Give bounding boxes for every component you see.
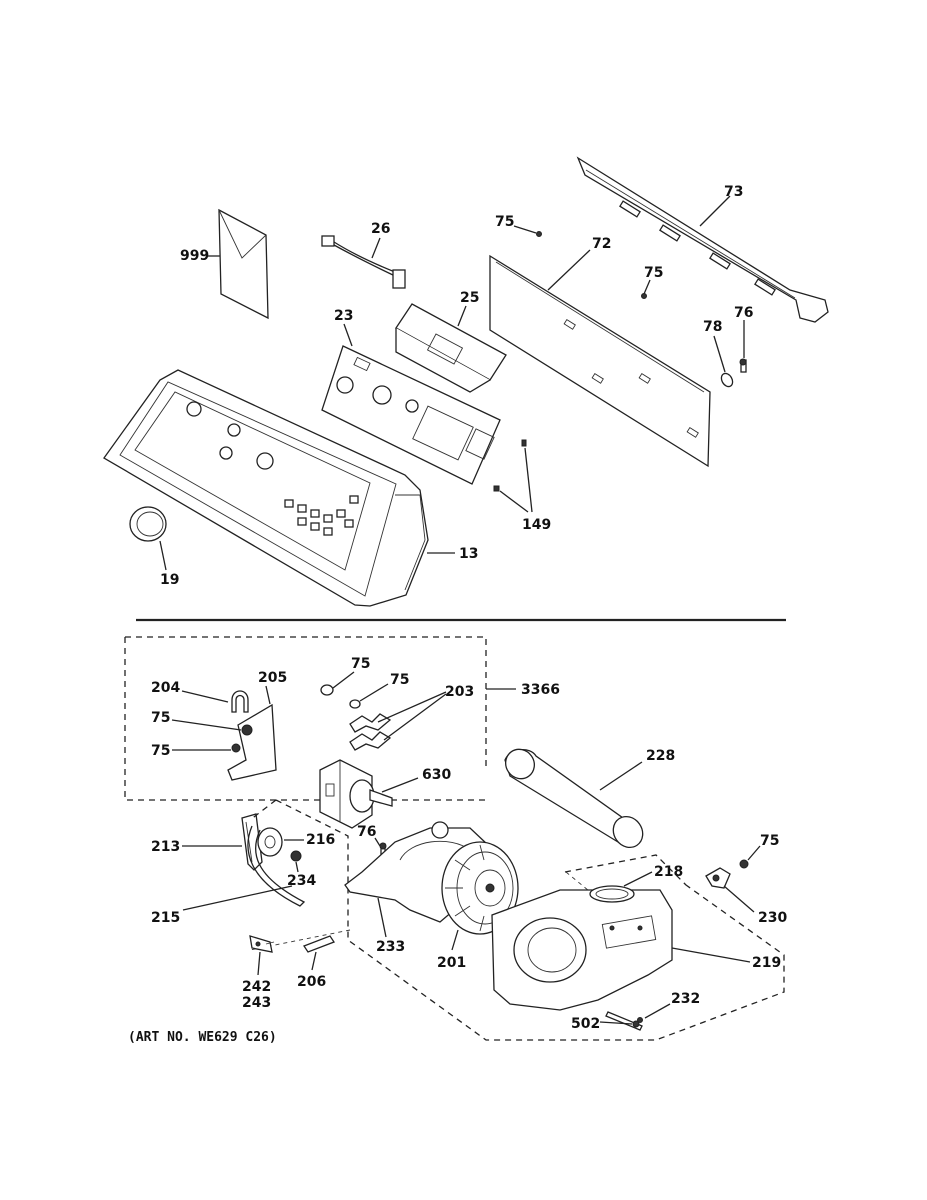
part-230-thermostat	[705, 867, 731, 889]
label-999: 999	[180, 248, 209, 264]
label-76-a: 76	[734, 305, 753, 321]
label-201: 201	[437, 955, 466, 971]
label-206: 206	[297, 974, 326, 990]
label-72: 72	[592, 236, 611, 252]
label-233: 233	[376, 939, 405, 955]
label-234: 234	[287, 873, 316, 889]
label-75-f: 75	[390, 672, 409, 688]
part-206-sensor	[303, 935, 335, 953]
label-75-e: 75	[351, 656, 370, 672]
part-502-screw	[605, 1011, 643, 1031]
label-230: 230	[758, 910, 787, 926]
label-75-a: 75	[495, 214, 514, 230]
screw-75-left-b	[231, 743, 241, 753]
part-228-duct	[504, 748, 644, 849]
label-149: 149	[522, 517, 551, 533]
part-218-seal	[589, 885, 635, 903]
screw-75-mid-b	[349, 699, 361, 709]
part-23-control-board	[321, 345, 501, 485]
part-205-bracket	[227, 703, 277, 781]
label-219: 219	[752, 955, 781, 971]
label-75-g: 75	[760, 833, 779, 849]
blower-assembly-boundary	[249, 799, 785, 1041]
part-73-rear-trim	[576, 156, 829, 323]
label-78: 78	[703, 319, 722, 335]
part-72-backsplash	[489, 254, 711, 468]
screw-75-top-a	[536, 231, 542, 237]
label-205: 205	[258, 670, 287, 686]
label-242: 242	[242, 979, 271, 995]
label-203: 203	[445, 684, 474, 700]
label-19: 19	[160, 572, 179, 588]
screw-75-top-b	[641, 293, 647, 299]
screw-75-right	[739, 859, 749, 869]
label-216: 216	[306, 832, 335, 848]
part-234-nut	[290, 850, 302, 862]
art-number: (ART NO. WE629 C26)	[128, 1030, 277, 1045]
part-219-housing-cover	[491, 889, 673, 1011]
label-213: 213	[151, 839, 180, 855]
part-242-243-switch	[249, 935, 275, 953]
part-203-brackets	[349, 713, 392, 751]
label-215: 215	[151, 910, 180, 926]
part-630-motor	[319, 759, 393, 829]
part-999-manual	[218, 208, 269, 320]
label-26: 26	[371, 221, 390, 237]
label-502: 502	[571, 1016, 600, 1032]
part-78-washer	[720, 372, 734, 388]
label-76-b: 76	[357, 824, 376, 840]
part-26-wire-harness	[321, 235, 406, 289]
label-218: 218	[654, 864, 683, 880]
label-630: 630	[422, 767, 451, 783]
part-19-knob	[129, 506, 167, 542]
label-75-b: 75	[644, 265, 663, 281]
part-201-blower-wheel	[441, 841, 519, 935]
part-149-clips	[493, 439, 527, 492]
label-228: 228	[646, 748, 675, 764]
part-13-control-panel	[103, 369, 429, 607]
part-232-screw	[637, 1017, 643, 1023]
label-13: 13	[459, 546, 478, 562]
label-204: 204	[151, 680, 180, 696]
label-23: 23	[334, 308, 353, 324]
part-204-clip	[231, 690, 249, 713]
part-215-belt	[247, 825, 306, 907]
part-76-screw	[739, 358, 747, 373]
label-243: 243	[242, 995, 271, 1011]
label-75-c: 75	[151, 710, 170, 726]
label-75-d: 75	[151, 743, 170, 759]
label-73: 73	[724, 184, 743, 200]
part-25-housing	[395, 303, 507, 393]
screw-75-mid-a	[320, 684, 334, 696]
label-232: 232	[671, 991, 700, 1007]
part-216-pulley	[257, 827, 283, 857]
label-3366: 3366	[521, 682, 560, 698]
label-25: 25	[460, 290, 479, 306]
screw-75-left-a	[241, 724, 253, 736]
